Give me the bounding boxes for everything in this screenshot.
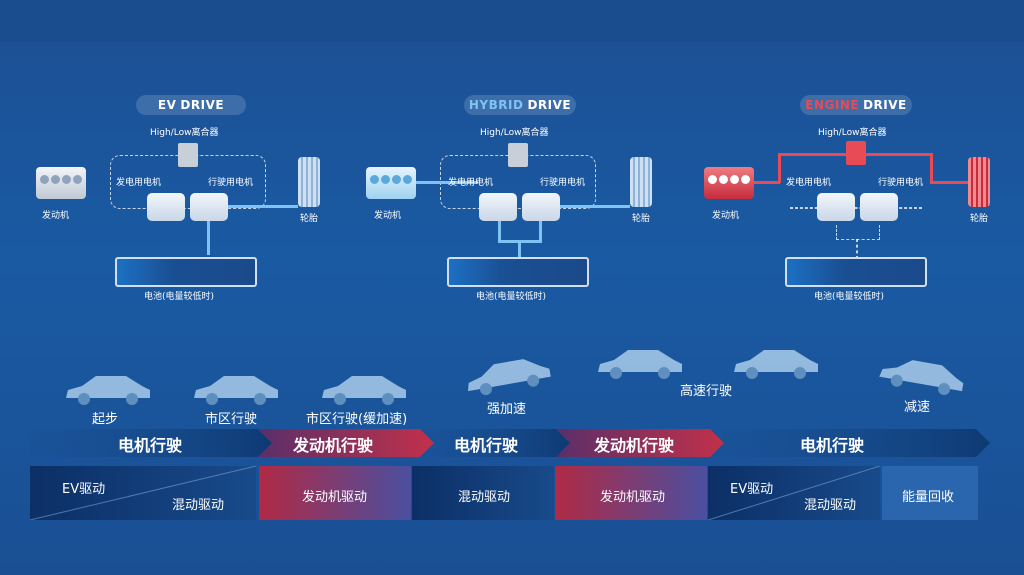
drive-motor-icon	[860, 193, 898, 221]
gen-motor-label: 发电用电机	[116, 178, 162, 188]
car-icon	[322, 376, 406, 405]
idle-path-outline	[790, 207, 922, 209]
battery-label: 电池(电量较低时)	[144, 292, 215, 302]
mode-box	[30, 466, 256, 520]
battery-line-left	[498, 221, 501, 241]
tire-icon	[630, 157, 652, 207]
mode-box	[882, 466, 978, 520]
tire-icon	[968, 157, 990, 207]
gen-motor-label: 发电用电机	[448, 178, 494, 188]
battery-icon	[115, 257, 257, 287]
mode-box	[259, 466, 411, 520]
box-divider	[30, 466, 256, 520]
battery-line-down	[518, 240, 521, 257]
car-icon	[598, 350, 682, 379]
box-divider	[708, 466, 880, 520]
drive-line	[930, 181, 968, 184]
stage-label: 高速行驶	[680, 384, 733, 399]
drive-segment	[710, 429, 990, 457]
engine-label: 发动机	[374, 211, 402, 221]
battery-line-right	[539, 221, 542, 241]
battery-idle-path	[836, 225, 880, 240]
drive-segment	[556, 429, 724, 457]
mode-box-label: 混动驱动	[172, 498, 225, 513]
drive-segment	[30, 429, 272, 457]
drive-motor-label: 行驶用电机	[878, 178, 924, 188]
stage-label: 市区行驶(缓加速)	[306, 412, 408, 427]
engine-icon	[704, 167, 754, 199]
top-band	[0, 0, 1024, 42]
engine-label: 发动机	[712, 211, 740, 221]
drive-mode-label: 发动机行驶	[293, 436, 374, 455]
drive-motor-icon	[190, 193, 228, 221]
engine-power-line-right	[930, 153, 933, 183]
mode-box	[555, 466, 707, 520]
battery-label: 电池(电量较低时)	[476, 292, 547, 302]
gen-motor-icon	[147, 193, 185, 221]
engine-power-line-left	[778, 153, 781, 183]
drive-segment	[258, 429, 434, 457]
clutch-icon	[846, 141, 866, 165]
drive-mode-bar	[30, 429, 990, 457]
tire-icon	[298, 157, 320, 207]
mode-box-label: EV驱动	[730, 482, 774, 497]
engine-icon	[366, 167, 416, 199]
stage-label: 减速	[904, 400, 931, 415]
clutch-icon	[178, 143, 198, 167]
stage-label: 起步	[92, 412, 119, 427]
mode-box	[412, 466, 554, 520]
tire-label: 轮胎	[970, 214, 989, 224]
mode-box-label: 发动机驱动	[302, 490, 368, 505]
battery-idle-down	[856, 239, 858, 259]
drive-mode-label: 电机行驶	[800, 436, 865, 455]
clutch-label: High/Low离合器	[480, 128, 549, 138]
battery-icon	[447, 257, 589, 287]
clutch-icon	[508, 143, 528, 167]
car-icon	[468, 359, 551, 396]
mode-box-label: 发动机驱动	[600, 490, 666, 505]
mode-box-label: 混动驱动	[804, 498, 857, 513]
clutch-label: High/Low离合器	[150, 128, 219, 138]
battery-icon	[785, 257, 927, 287]
mode-box-label: 能量回收	[902, 490, 955, 505]
battery-label: 电池(电量较低时)	[814, 292, 885, 302]
drive-segment	[420, 429, 570, 457]
battery-line	[207, 221, 210, 255]
engine-label: 发动机	[42, 211, 70, 221]
drive-line	[228, 205, 298, 208]
stage-label: 市区行驶	[205, 412, 258, 427]
gen-motor-label: 发电用电机	[786, 178, 832, 188]
engine-line	[416, 181, 478, 184]
drive-mode-label: 发动机行驶	[594, 436, 675, 455]
drive-line	[560, 205, 630, 208]
car-icon	[879, 360, 964, 396]
drive-mode-label: 电机行驶	[454, 436, 519, 455]
car-icon	[194, 376, 278, 405]
drive-mode-label: 电机行驶	[118, 436, 183, 455]
car-icon	[66, 376, 150, 405]
mode-box-label: EV驱动	[62, 482, 106, 497]
car-icon	[734, 350, 818, 379]
drive-motor-label: 行驶用电机	[208, 178, 254, 188]
clutch-label: High/Low离合器	[818, 128, 887, 138]
drive-motor-icon	[522, 193, 560, 221]
stage-label: 强加速	[487, 402, 527, 417]
tire-label: 轮胎	[632, 214, 651, 224]
drive-motor-label: 行驶用电机	[540, 178, 586, 188]
mode-box	[708, 466, 880, 520]
engine-line	[754, 181, 780, 184]
gen-motor-icon	[817, 193, 855, 221]
tire-label: 轮胎	[300, 214, 319, 224]
mode-box-label: 混动驱动	[458, 490, 511, 505]
engine-icon	[36, 167, 86, 199]
gen-motor-icon	[479, 193, 517, 221]
